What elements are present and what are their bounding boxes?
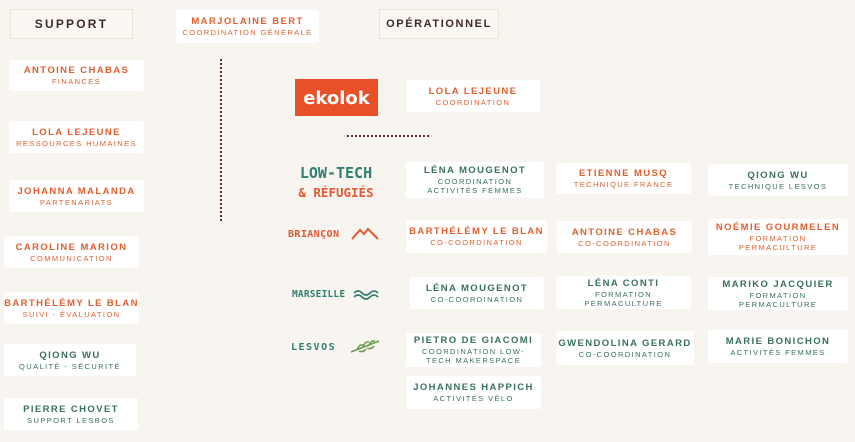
wave-icon [353,290,379,300]
marseille-logo-text: MARSEILLE [292,289,345,300]
marseille-card: LÉNA MOUGENOT CO-COORDINATION [410,277,544,309]
person-role: CO-COORDINATION [578,349,672,359]
lesvos-logo: LESVOS [291,337,383,355]
person-name: PIETRO DE GIACOMI [413,335,534,346]
lowtech-logo-line2: & RÉFUGIÉS [298,185,373,200]
person-role: TECHNIQUE LESVOS [728,181,828,191]
person-name: LÉNA MOUGENOT [425,282,529,294]
person-name: NOÉMIE GOURMELEN [715,222,841,233]
support-card: QIONG WU QUALITÉ - SÉCURITÉ [4,344,136,376]
person-name: MARIKO JACQUIER [722,278,834,290]
briancon-card: NOÉMIE GOURMELEN FORMATION PERMACULTURE [708,219,848,255]
lowtech-refugies-logo: LOW-TECH & RÉFUGIÉS [293,160,379,202]
person-name: QIONG WU [747,169,809,181]
person-role: CO-COORDINATION [578,238,671,248]
person-role: CO-COORDINATION [430,294,524,304]
person-role: PARTENARIATS [39,197,114,207]
person-name: ANTOINE CHABAS [23,65,130,76]
marseille-logo: MARSEILLE [292,285,380,301]
person-role: COMMUNICATION [30,253,113,263]
support-card: JOHANNA MALANDA PARTENARIATS [9,180,144,212]
person-role: SUIVI - ÉVALUATION [22,309,121,319]
person-role: FORMATION PERMACULTURE [738,290,818,309]
person-role: CO-COORDINATION [430,238,523,247]
lesvos-card: GWENDOLINA GERARD CO-COORDINATION [556,331,694,365]
person-name: QIONG WU [39,349,101,361]
mountain-icon [351,227,379,240]
person-role: COORDINATION [435,97,511,107]
person-role: COORDINATION ACTIVITÉS FEMMES [427,177,523,195]
olive-branch-icon [350,340,380,353]
person-name: LÉNA MOUGENOT [423,165,527,176]
lowtech-card: ETIENNE MUSQ TECHNIQUE FRANCE [556,163,691,194]
person-role: RESSOURCES HUMAINES [16,138,137,148]
ekolok-card: LOLA LEJEUNE COORDINATION [406,80,540,112]
support-card: ANTOINE CHABAS FINANCES [9,60,144,91]
person-name: ANTOINE CHABAS [571,226,678,238]
operationnel-header: OPÉRATIONNEL [379,9,499,39]
briancon-card: BARTHÉLÉMY LE BLAN CO-COORDINATION [406,220,547,253]
briancon-logo: BRIANÇON [288,224,380,242]
person-role: FORMATION PERMACULTURE [584,289,663,308]
support-card: PIERRE CHOVET SUPPORT LESBOS [4,398,138,430]
person-name: GWENDOLINA GERARD [558,337,692,349]
ekolok-logo-text: ekolok [303,88,371,109]
person-name: JOHANNES HAPPICH [413,382,534,393]
marseille-card: LÉNA CONTI FORMATION PERMACULTURE [556,276,691,309]
person-name: CAROLINE MARION [15,241,128,253]
person-name: LOLA LEJEUNE [32,126,121,138]
person-name: LÉNA CONTI [587,277,660,289]
lowtech-card: LÉNA MOUGENOT COORDINATION ACTIVITÉS FEM… [406,162,544,198]
director-role: COORDINATION GÉNÉRALE [182,28,313,37]
lesvos-card: MARIE BONICHON ACTIVITÉS FEMMES [708,330,848,363]
person-name: BARTHÉLÉMY LE BLAN [4,297,139,309]
lesvos-card: PIETRO DE GIACOMI COORDINATION LOW-TECH … [406,333,541,367]
person-role: FINANCES [51,77,102,86]
person-name: JOHANNA MALANDA [17,185,136,197]
vertical-connector [220,59,222,221]
briancon-card: ANTOINE CHABAS CO-COORDINATION [557,221,692,253]
support-card: CAROLINE MARION COMMUNICATION [4,236,139,268]
lowtech-logo-line1: LOW-TECH [300,164,372,182]
person-name: MARIE BONICHON [725,336,831,347]
person-name: PIERRE CHOVET [23,403,119,415]
lesvos-card: JOHANNES HAPPICH ACTIVITÉS VÉLO [406,376,541,409]
director-card: MARJOLAINE BERT COORDINATION GÉNÉRALE [176,10,319,43]
lesvos-logo-text: LESVOS [291,342,336,353]
person-role: SUPPORT LESBOS [27,415,115,425]
person-role: FORMATION PERMACULTURE [738,234,818,252]
person-role: COORDINATION LOW-TECH MAKERSPACE [421,347,526,365]
marseille-card: MARIKO JACQUIER FORMATION PERMACULTURE [708,277,848,310]
person-role: ACTIVITÉS FEMMES [730,348,826,357]
horizontal-connector [347,135,429,137]
support-header: SUPPORT [10,9,133,39]
person-role: TECHNIQUE FRANCE [573,180,674,189]
ekolok-logo: ekolok [295,79,378,116]
lowtech-card: QIONG WU TECHNIQUE LESVOS [708,164,848,196]
support-card: BARTHÉLÉMY LE BLAN SUIVI - ÉVALUATION [4,292,139,324]
person-role: QUALITÉ - SÉCURITÉ [19,361,121,371]
person-name: LOLA LEJEUNE [428,85,518,97]
person-role: ACTIVITÉS VÉLO [433,394,514,403]
briancon-logo-text: BRIANÇON [288,229,339,240]
person-name: ETIENNE MUSQ [578,168,669,179]
director-name: MARJOLAINE BERT [191,16,304,27]
support-card: LOLA LEJEUNE RESSOURCES HUMAINES [9,121,144,153]
person-name: BARTHÉLÉMY LE BLAN [409,226,544,237]
